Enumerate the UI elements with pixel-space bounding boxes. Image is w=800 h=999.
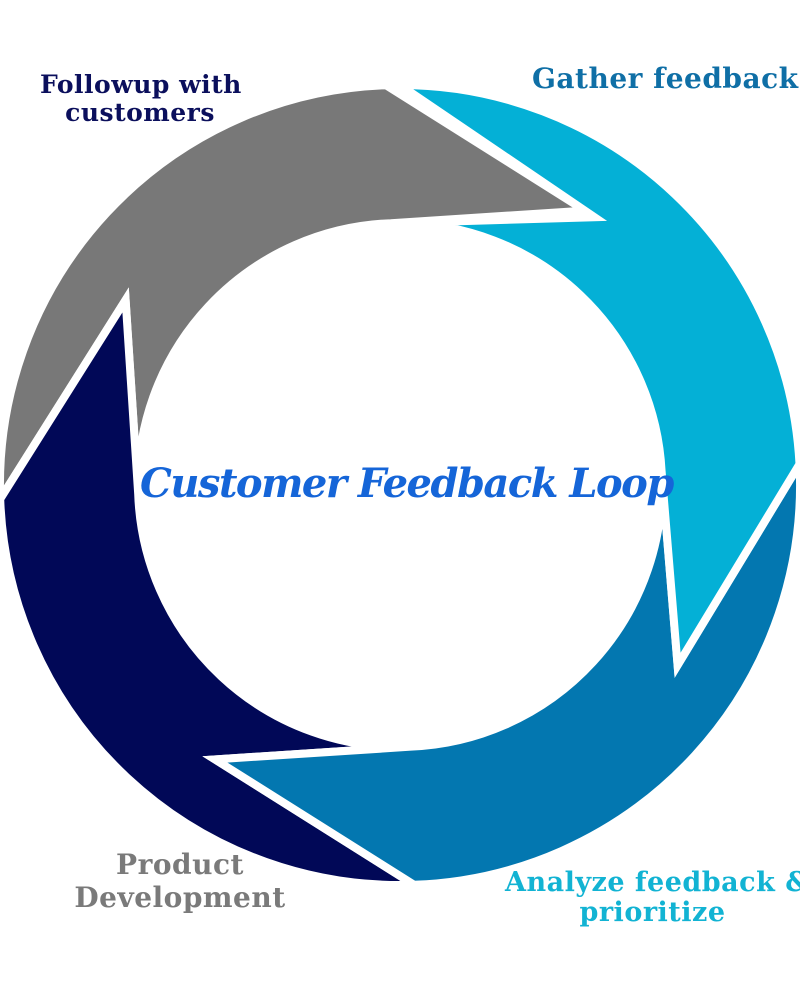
followup-label: Followup with customers <box>40 70 242 127</box>
analyze-label: Analyze feedback & prioritize <box>505 868 800 928</box>
analyze-label-line-1: Analyze feedback & <box>505 867 800 898</box>
center-title: Customer Feedback Loop <box>140 460 674 507</box>
gather-label: Gather feedback <box>532 64 800 94</box>
analyze-label-line-2: prioritize <box>579 897 726 928</box>
followup-arrow-segment <box>0 81 598 507</box>
gather-label-line-1: Gather feedback <box>532 62 799 95</box>
followup-label-line-2: customers <box>65 98 215 127</box>
followup-label-line-1: Followup with <box>40 70 242 99</box>
product-label: Product Development <box>70 848 290 914</box>
gather-arrow-segment <box>386 80 800 678</box>
product-label-line-1: Product <box>116 848 244 881</box>
analyze-arrow-segment <box>202 455 800 889</box>
product-label-line-2: Development <box>74 881 286 914</box>
product-development-arrow-segment <box>0 287 428 890</box>
